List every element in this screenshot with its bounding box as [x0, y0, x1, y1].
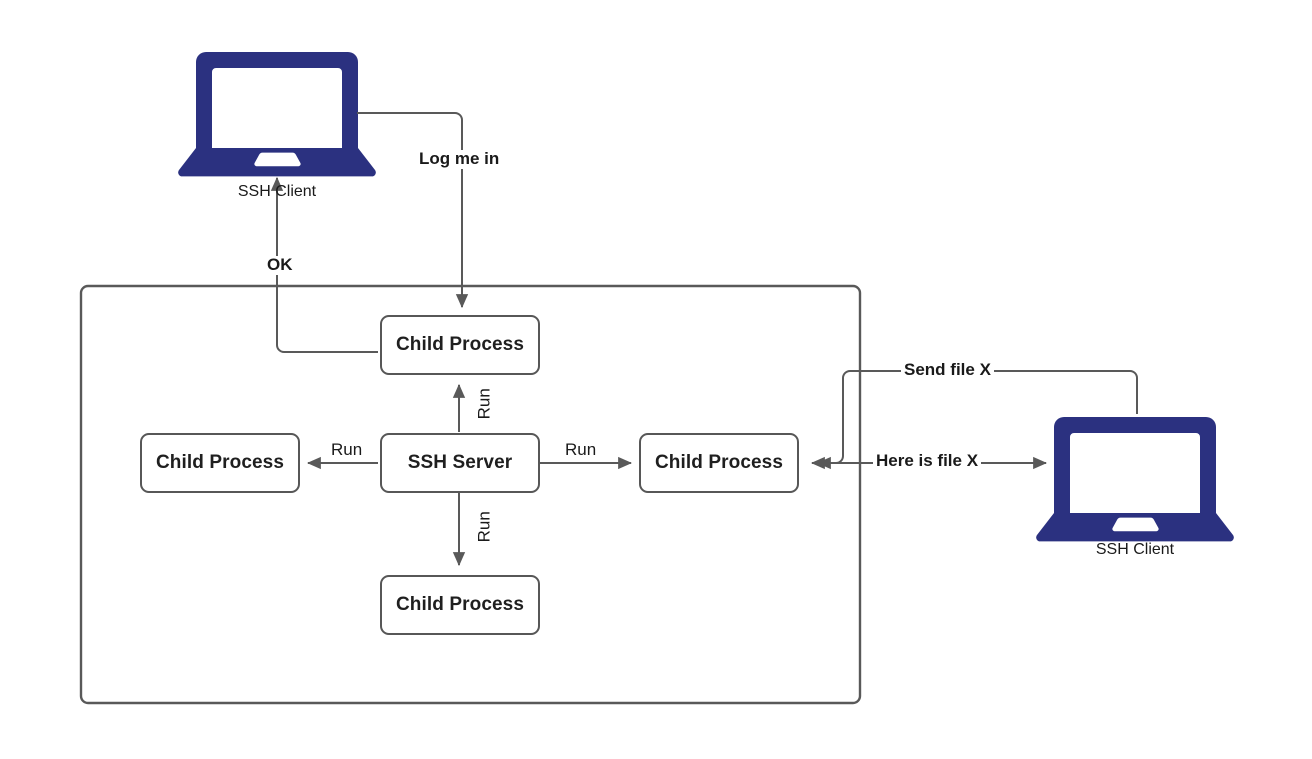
edge-label-send-file-x: Send file X	[901, 360, 994, 380]
node-child-top[interactable]: Child Process	[380, 315, 540, 375]
node-child-right[interactable]: Child Process	[639, 433, 799, 493]
edge-label-ok: OK	[264, 255, 296, 275]
ssh-server-host-boundary	[79, 284, 862, 705]
node-child-bottom[interactable]: Child Process	[380, 575, 540, 635]
laptop-icon-client-right	[1036, 417, 1234, 542]
laptop-icon-client-top	[178, 52, 376, 177]
edge-ok	[270, 176, 378, 353]
device-label-client-right: SSH Client	[1095, 541, 1175, 558]
edge-label-run-down: Run	[475, 499, 495, 546]
device-label-client-top: SSH Client	[237, 183, 317, 200]
node-label: Child Process	[654, 452, 783, 473]
edge-label-here-is-file-x: Here is file X	[873, 451, 982, 471]
edge-log-me-in	[357, 112, 469, 309]
node-label: Child Process	[155, 452, 284, 473]
edge-label-run-left: Run	[328, 440, 366, 460]
edge-label-run-right: Run	[562, 440, 600, 460]
node-label: Child Process	[395, 334, 524, 355]
node-label: SSH Server	[407, 452, 513, 473]
edge-label-log-me-in: Log me in	[416, 149, 503, 169]
node-child-left[interactable]: Child Process	[140, 433, 300, 493]
node-ssh-server[interactable]: SSH Server	[380, 433, 540, 493]
node-label: Child Process	[395, 594, 524, 615]
edge-label-run-up: Run	[475, 376, 495, 423]
